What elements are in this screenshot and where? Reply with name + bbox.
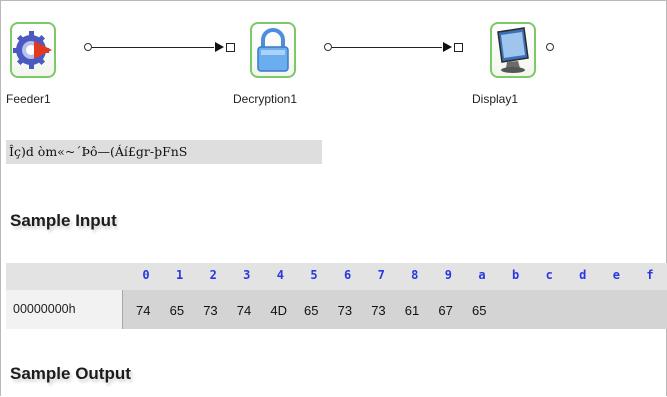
hex-byte: 73 <box>203 303 218 318</box>
sample-output-heading: Sample Output <box>10 364 131 383</box>
monitor-icon <box>497 27 529 73</box>
feeder-output-port[interactable] <box>84 43 92 51</box>
hex-column-label: 7 <box>377 268 385 282</box>
padlock-icon <box>257 28 289 72</box>
hex-byte: 61 <box>404 303 420 318</box>
display-node[interactable] <box>490 22 536 78</box>
hex-byte: 73 <box>337 303 353 318</box>
display-output-port[interactable] <box>546 43 554 51</box>
encrypted-text-display: Îç)d òm«~´Þô—(Áí£gr-þFnS <box>6 140 322 164</box>
hex-column-label: 2 <box>209 268 217 282</box>
hex-column-label: 8 <box>411 268 419 282</box>
hex-column-label: 6 <box>343 268 352 282</box>
hex-byte: 65 <box>472 303 487 318</box>
node-label-display: Display1 <box>472 92 519 106</box>
hex-column-label: b <box>511 268 520 282</box>
hex-column-label: c <box>545 268 553 282</box>
decryption-output-port[interactable] <box>324 43 332 51</box>
hex-column-label: 5 <box>310 268 318 282</box>
hex-column-label: 0 <box>142 268 150 282</box>
decryption-node[interactable] <box>250 22 296 78</box>
node-label-decryption: Decryption1 <box>233 92 298 106</box>
hex-column-label: f <box>646 268 654 282</box>
hex-row-offset: 00000000h <box>6 290 123 329</box>
feeder-node[interactable] <box>10 22 56 78</box>
hex-byte: 74 <box>236 303 252 318</box>
feeder-gear-icon <box>13 31 52 69</box>
hex-column-label: d <box>579 268 587 282</box>
hex-column-label: 9 <box>444 268 452 282</box>
connection-decryption-display <box>332 47 442 48</box>
hex-byte: 67 <box>438 303 453 318</box>
sample-input-heading: Sample Input <box>10 211 117 230</box>
hex-byte: 73 <box>371 303 386 318</box>
node-label-feeder: Feeder1 <box>6 92 51 106</box>
hex-byte: 65 <box>169 303 185 318</box>
hex-byte: 74 <box>136 303 151 318</box>
hex-column-label: 4 <box>276 268 284 282</box>
hex-column-label: 3 <box>243 268 251 282</box>
connection-feeder-decryption <box>92 47 214 48</box>
hex-byte: 4D <box>270 303 288 318</box>
hex-column-header: 0 1 2 3 4 5 6 7 8 9 a b c d e f <box>6 263 667 290</box>
display-input-port[interactable] <box>454 43 463 52</box>
hex-column-label: e <box>612 268 620 282</box>
connection-arrow <box>215 42 224 52</box>
hex-column-label: a <box>478 268 486 282</box>
hex-byte: 65 <box>304 303 319 318</box>
connection-arrow <box>443 42 452 52</box>
decryption-input-port[interactable] <box>226 43 235 52</box>
hex-column-label: 1 <box>175 268 184 282</box>
